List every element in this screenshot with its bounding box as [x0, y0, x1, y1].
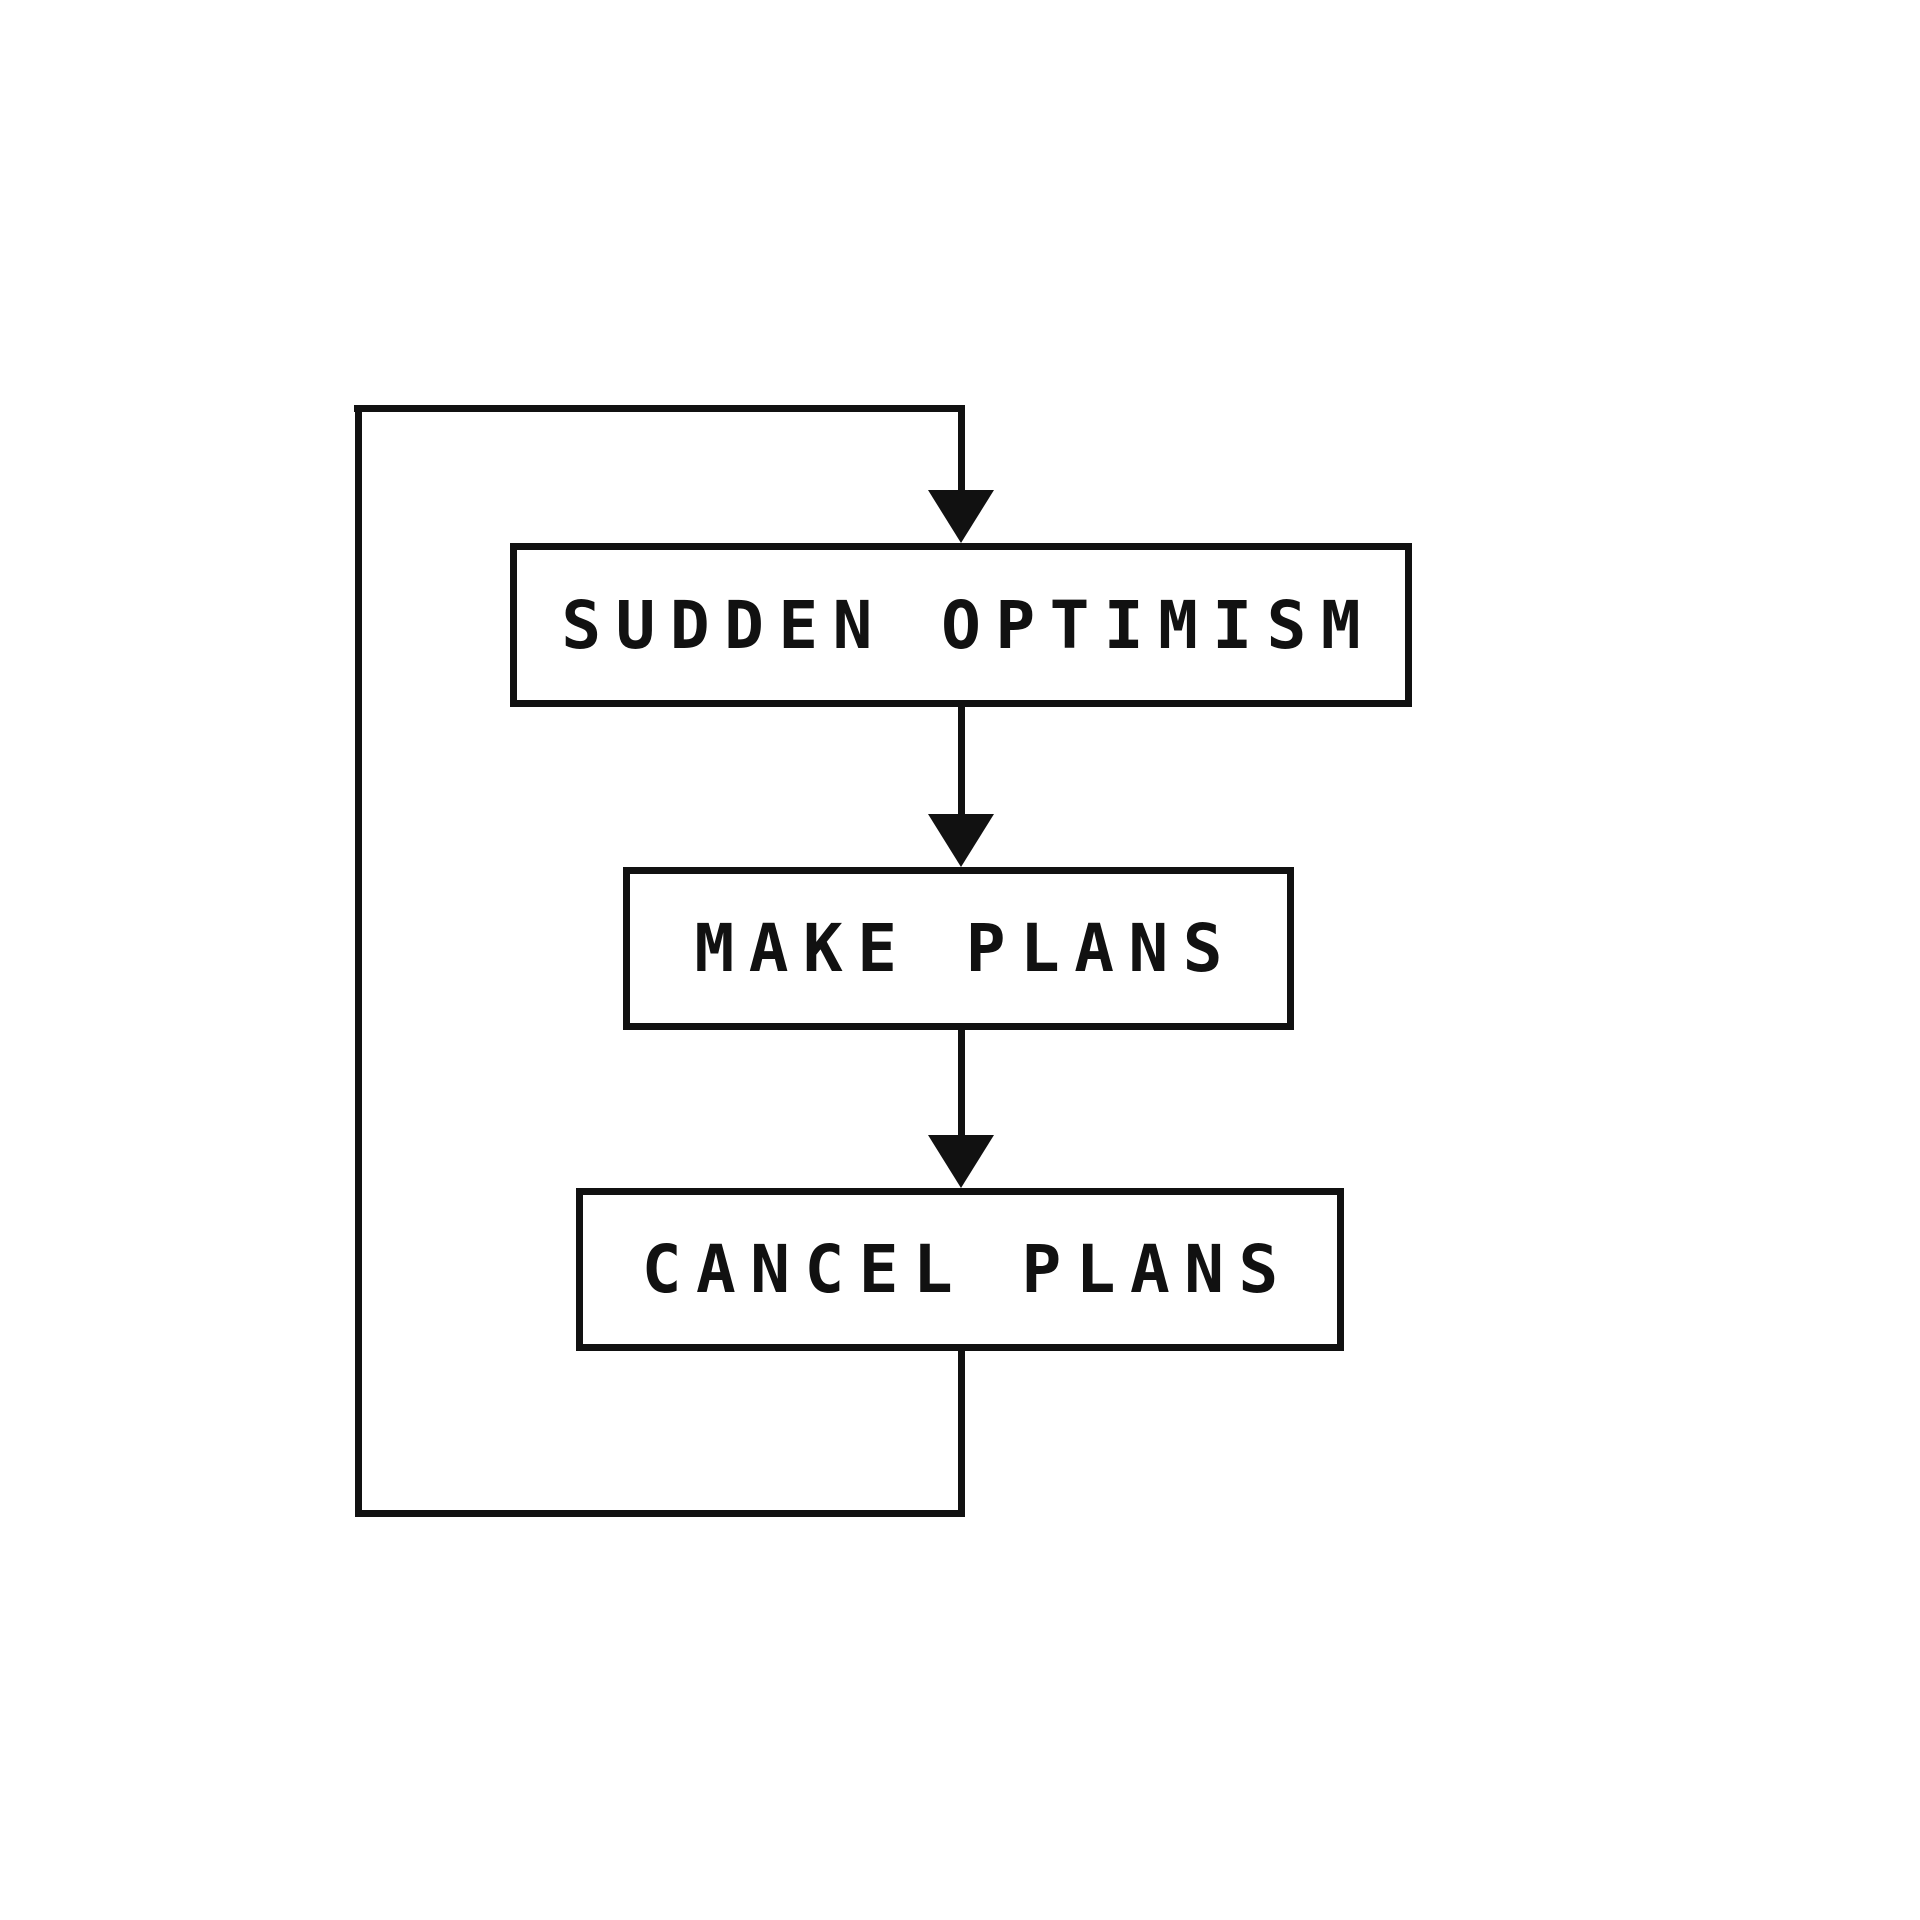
arrowhead-down-icon: [928, 490, 994, 543]
edge-cancel-plans-to-loop: [958, 1348, 965, 1517]
node-make-plans: MAKE PLANS: [623, 867, 1294, 1030]
arrow-shaft-sudden-to-make: [958, 700, 965, 815]
arrowhead-down-icon: [928, 814, 994, 867]
arrow-shaft-into-sudden-optimism: [958, 405, 965, 495]
loop-edge-left: [355, 405, 362, 1517]
arrow-shaft-make-to-cancel: [958, 1024, 965, 1136]
node-cancel-plans: CANCEL PLANS: [576, 1188, 1344, 1351]
arrowhead-down-icon: [928, 1135, 994, 1188]
loop-edge-bottom: [355, 1510, 965, 1517]
node-label: CANCEL PLANS: [641, 1231, 1293, 1308]
node-label: SUDDEN OPTIMISM: [561, 586, 1376, 664]
loop-edge-top: [354, 405, 965, 412]
node-label: MAKE PLANS: [694, 910, 1238, 987]
node-sudden-optimism: SUDDEN OPTIMISM: [510, 543, 1412, 707]
